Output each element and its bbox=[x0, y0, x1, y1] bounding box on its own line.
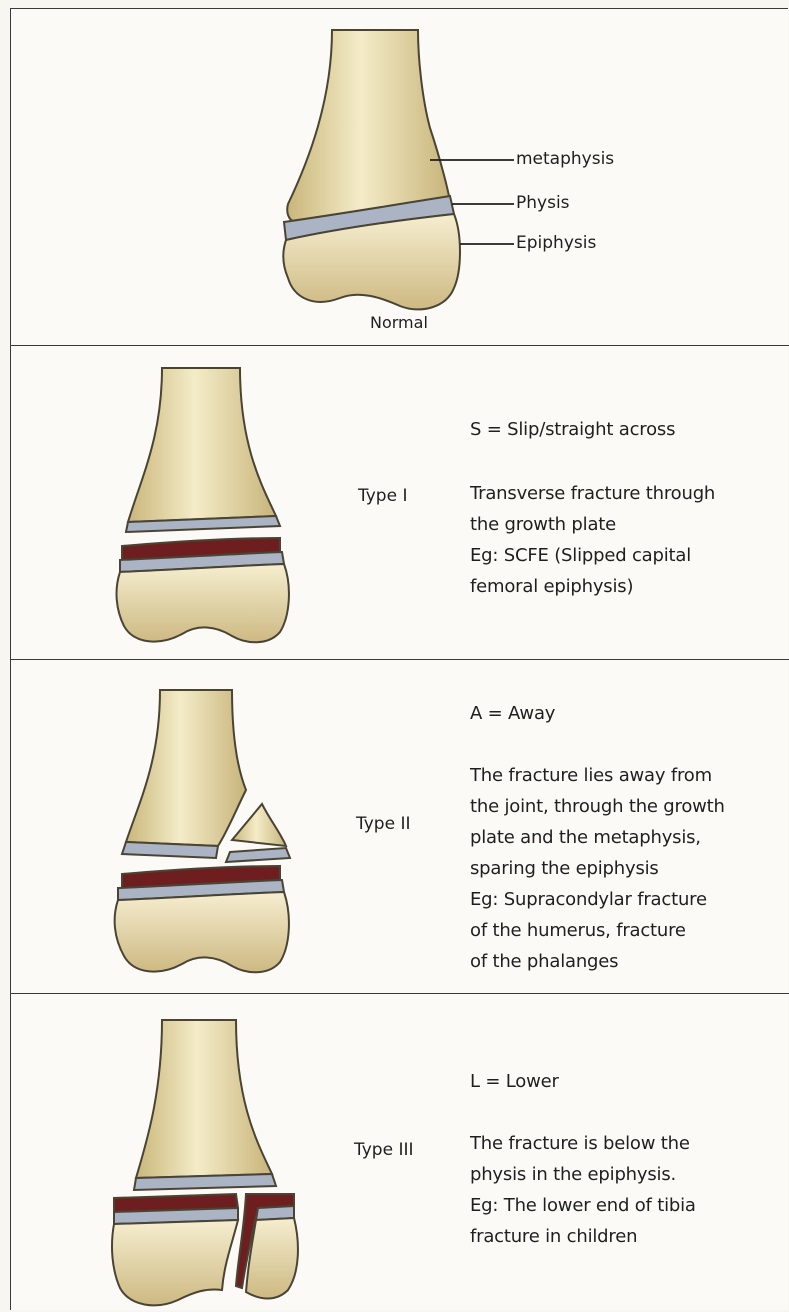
type-2-fragment-physis bbox=[226, 848, 290, 862]
normal-metaphysis-shape bbox=[287, 30, 450, 222]
type-3-mnemonic: L = Lower bbox=[470, 1066, 559, 1097]
type-3-line: physis in the epiphysis. bbox=[470, 1159, 696, 1190]
type-3-line: fracture in children bbox=[470, 1221, 696, 1252]
type-2-physis-upper bbox=[122, 842, 218, 858]
type-1-line: femoral epiphysis) bbox=[470, 571, 715, 602]
type-1-panel: Type I S = Slip/straight across Transver… bbox=[10, 346, 789, 660]
type-3-line: Eg: The lower end of tibia bbox=[470, 1190, 696, 1221]
type-2-line: Eg: Supracondylar fracture bbox=[470, 884, 725, 915]
type-2-epiphysis-shape bbox=[115, 892, 289, 972]
type-1-line: Eg: SCFE (Slipped capital bbox=[470, 540, 715, 571]
metaphysis-label: metaphysis bbox=[516, 149, 614, 169]
type-2-label: Type II bbox=[356, 814, 410, 834]
type-3-metaphysis-shape bbox=[136, 1020, 272, 1178]
normal-bone-illustration bbox=[10, 8, 789, 346]
normal-panel: metaphysis Physis Epiphysis Normal bbox=[10, 8, 789, 346]
type-2-line: of the humerus, fracture bbox=[470, 915, 725, 946]
type-3-line: The fracture is below the bbox=[470, 1128, 696, 1159]
type-2-line: sparing the epiphysis bbox=[470, 853, 725, 884]
normal-caption: Normal bbox=[370, 313, 428, 332]
type-1-description: Transverse fracture through the growth p… bbox=[470, 478, 715, 602]
epiphysis-label: Epiphysis bbox=[516, 233, 596, 253]
type-2-line: the joint, through the growth bbox=[470, 791, 725, 822]
type-2-line: plate and the metaphysis, bbox=[470, 822, 725, 853]
type-1-line: Transverse fracture through bbox=[470, 478, 715, 509]
type-1-epiphysis-shape bbox=[117, 564, 289, 642]
type-3-epiphyseal-fragment bbox=[246, 1218, 298, 1299]
type-3-description: The fracture is below the physis in the … bbox=[470, 1128, 696, 1252]
type-1-mnemonic: S = Slip/straight across bbox=[470, 414, 675, 445]
physis-label: Physis bbox=[516, 193, 570, 213]
type-2-panel: Type II A = Away The fracture lies away … bbox=[10, 660, 789, 994]
type-2-mnemonic: A = Away bbox=[470, 698, 555, 729]
type-1-label: Type I bbox=[358, 486, 407, 506]
type-2-line: of the phalanges bbox=[470, 946, 725, 977]
type-2-metaphyseal-fragment bbox=[232, 804, 286, 846]
type-3-epiphysis-main bbox=[112, 1220, 238, 1305]
type-1-line: the growth plate bbox=[470, 509, 715, 540]
type-3-panel: Type III L = Lower The fracture is below… bbox=[10, 994, 789, 1312]
type-2-description: The fracture lies away from the joint, t… bbox=[470, 760, 725, 977]
type-2-metaphysis-shape bbox=[126, 690, 246, 846]
type-3-label: Type III bbox=[354, 1140, 414, 1160]
type-2-line: The fracture lies away from bbox=[470, 760, 725, 791]
type-1-metaphysis-shape bbox=[128, 368, 276, 522]
